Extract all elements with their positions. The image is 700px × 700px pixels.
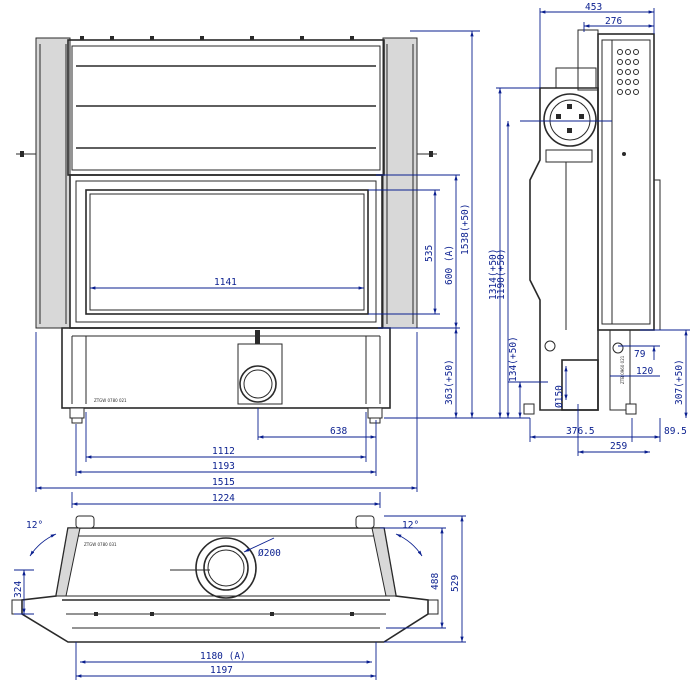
dim-79: 79 — [634, 349, 646, 360]
plan-plate: ZTGW 0780 031 — [84, 542, 117, 547]
dim-150: Ø150 — [554, 385, 565, 408]
dim-376: 376.5 — [566, 426, 595, 437]
front-door-frame — [69, 174, 383, 329]
side-dimensions: 453 276 1314(+50) 1190(+50) 134(+50) Ø15… — [480, 2, 690, 456]
dim-529: 529 — [450, 575, 461, 592]
side-view: ZTB 0960 021 — [520, 29, 661, 415]
side-body — [529, 87, 599, 411]
dim-12-left: 12° — [26, 520, 43, 531]
front-air-inlet — [239, 365, 277, 403]
side-vents — [617, 49, 639, 95]
dim-1314: 1314(+50) — [488, 249, 499, 300]
dim-89: 89.5 — [664, 426, 687, 437]
dim-535: 535 — [424, 245, 435, 262]
dim-363: 363(+50) — [444, 359, 455, 405]
dim-1112: 1112 — [212, 446, 235, 457]
dim-1197: 1197 — [210, 665, 233, 676]
dim-1141: 1141 — [214, 277, 237, 288]
dim-1515: 1515 — [212, 477, 235, 488]
side-flue — [543, 93, 597, 147]
side-plate: ZTB 0960 021 — [620, 355, 625, 384]
front-view: ZTGW 0780 021 — [16, 36, 437, 424]
front-right-wing — [382, 37, 418, 329]
front-hood — [67, 39, 385, 176]
dim-200: Ø200 — [258, 548, 281, 559]
front-dimensions: 1141 535 600 (A) 1538(+50) 363(+50) 638 … — [35, 30, 480, 508]
dim-1180: 1180 (A) — [200, 651, 246, 662]
plan-outline — [21, 527, 429, 643]
dim-259: 259 — [610, 441, 627, 452]
front-glass — [85, 189, 369, 315]
side-front-panel — [597, 33, 655, 331]
dim-324: 324 — [13, 581, 24, 598]
plan-dimensions: 12° 12° Ø200 324 488 529 1180 (A) 1197 — [13, 515, 466, 680]
dim-1193: 1193 — [212, 461, 235, 472]
dim-453: 453 — [585, 2, 602, 13]
dim-1224: 1224 — [212, 493, 235, 504]
dim-120: 120 — [636, 366, 653, 377]
dim-1190: 1190(+50) — [496, 249, 507, 300]
dim-134: 134(+50) — [508, 336, 519, 382]
front-left-wing — [35, 37, 71, 329]
dim-276: 276 — [605, 16, 622, 27]
dim-488: 488 — [430, 573, 441, 590]
dim-600: 600 (A) — [444, 245, 455, 285]
plan-flue-collar — [195, 537, 257, 599]
front-plate: ZTGW 0780 021 — [94, 398, 127, 403]
dim-638: 638 — [330, 426, 347, 437]
dim-12-right: 12° — [402, 520, 419, 531]
dim-1538: 1538(+50) — [460, 204, 471, 255]
plan-view: ZTGW 0780 031 — [11, 515, 439, 643]
front-base — [61, 327, 391, 409]
dim-307: 307(+50) — [674, 359, 685, 405]
